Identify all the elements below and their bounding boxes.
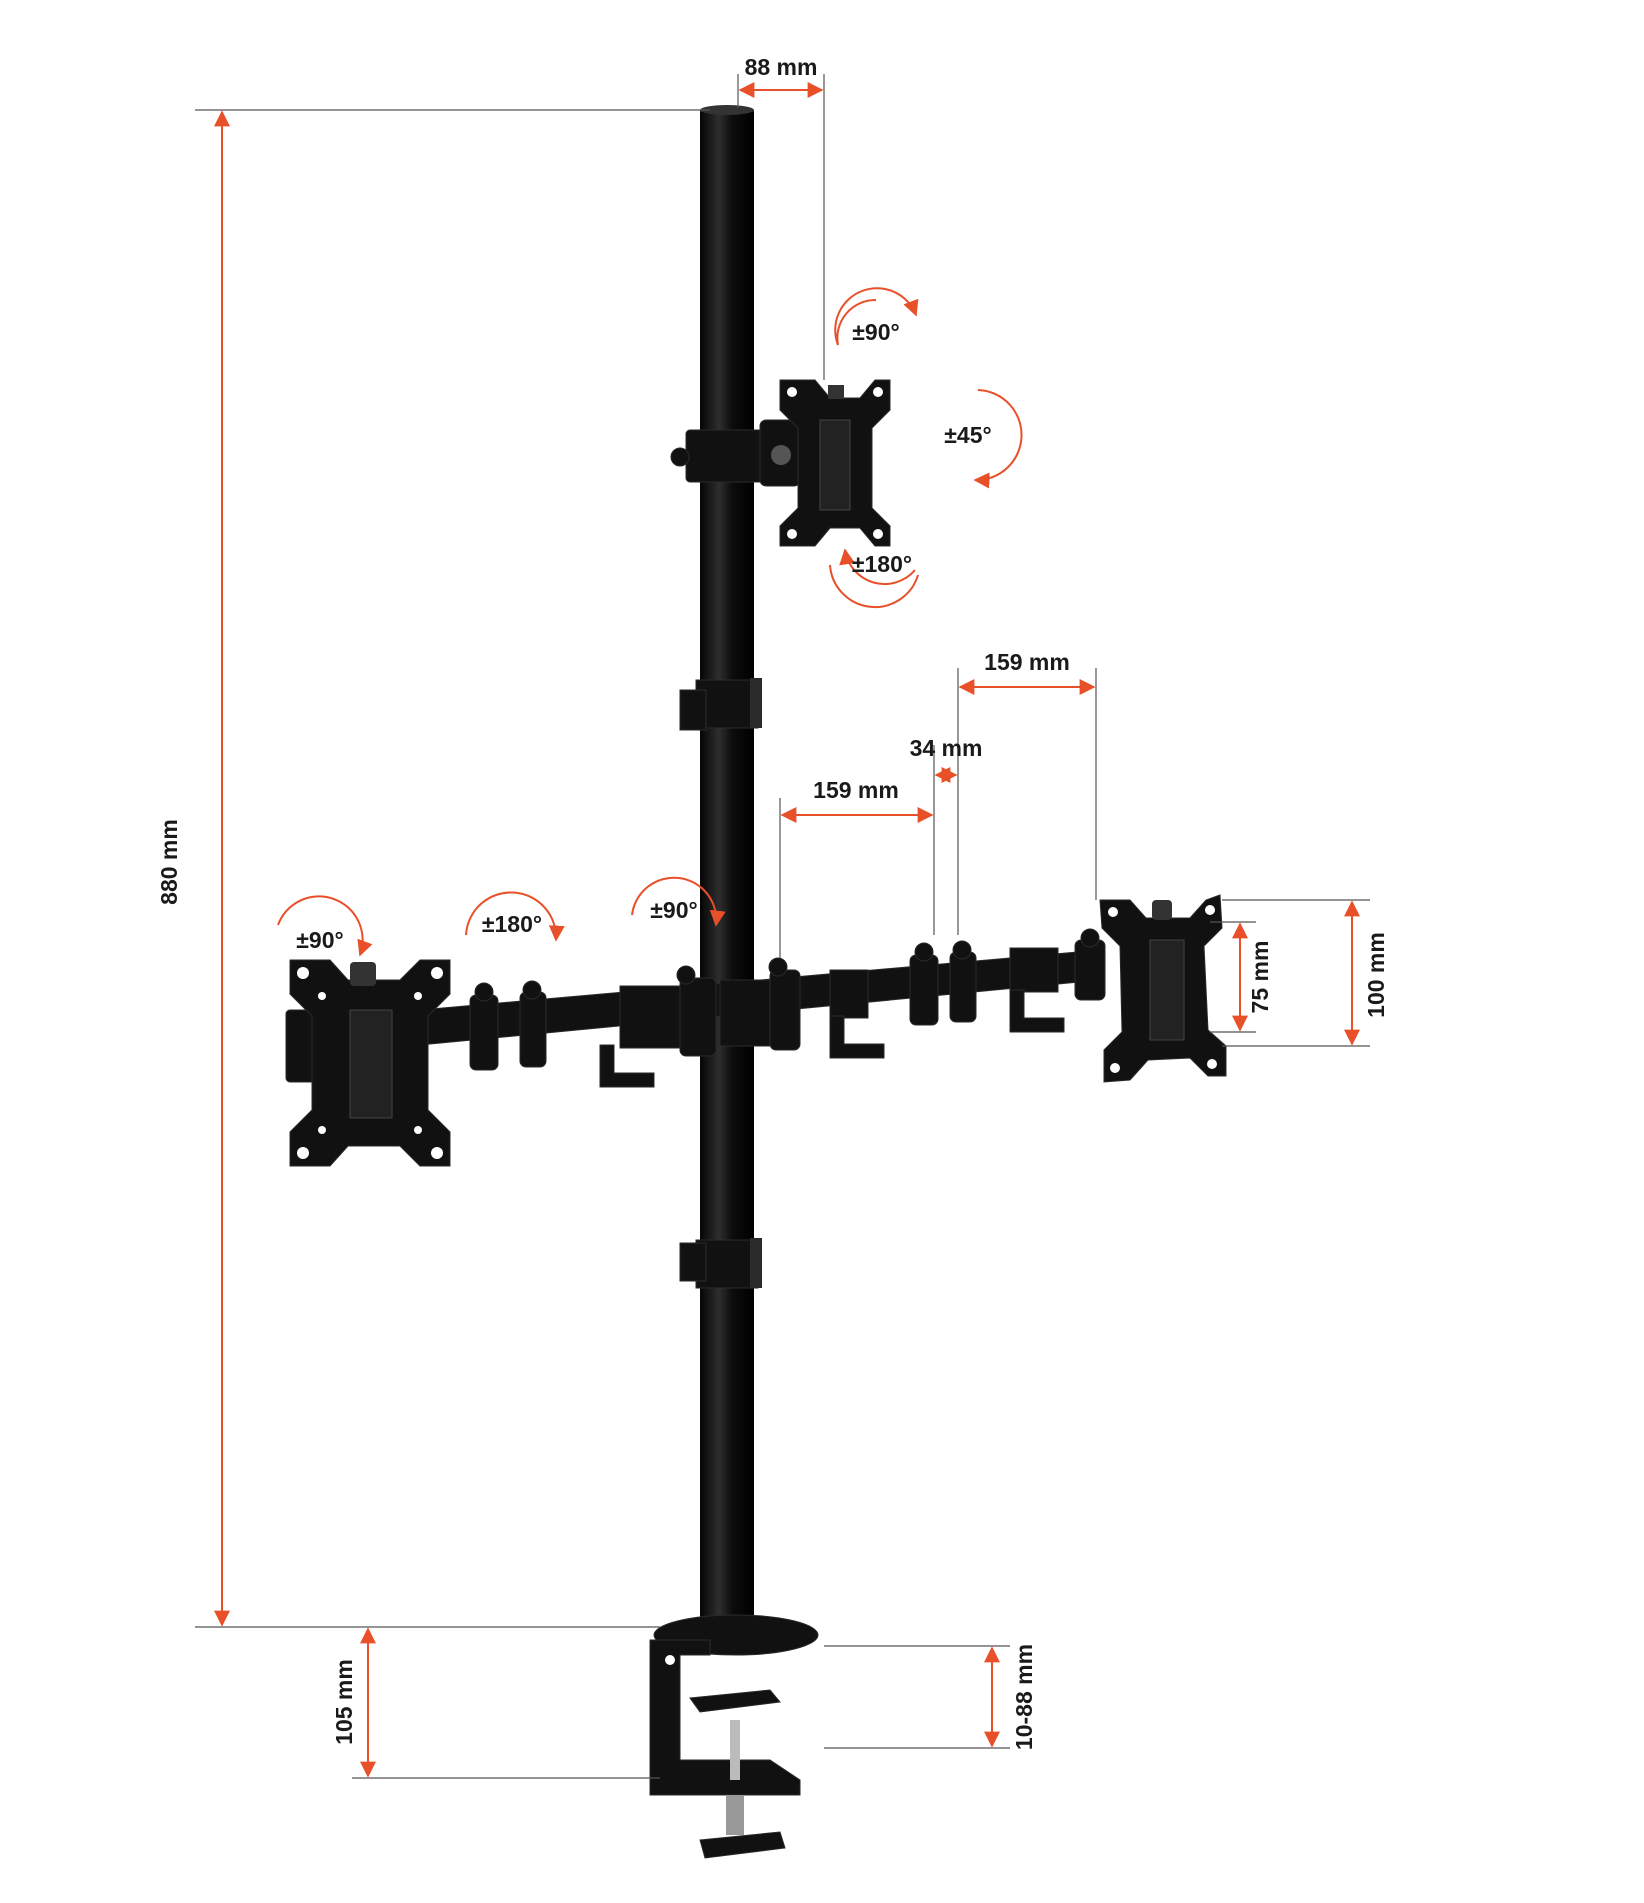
left-tilt-label: ±90°: [296, 927, 343, 953]
rot-left-rotate: ±180°: [465, 891, 565, 942]
cable-clip-upper: [679, 678, 762, 731]
pole: [700, 105, 754, 1623]
center-tilt-label: ±90°: [650, 897, 697, 923]
dim-pole-height: 880 mm: [156, 109, 710, 1628]
dim-arm-gap: 34 mm: [910, 735, 983, 935]
top-offset-label: 88 mm: [745, 54, 818, 80]
desk-thickness-label: 10-88 mm: [1011, 1644, 1037, 1750]
dim-vesa-100: 100 mm: [1222, 899, 1389, 1047]
dim-vesa-75: 75 mm: [1210, 921, 1273, 1033]
arm-lower-label: 159 mm: [813, 777, 899, 803]
rot-top-swivel: ±45°: [944, 389, 1023, 489]
rot-top-tilt: ±90°: [834, 287, 919, 346]
cable-clip-lower: [679, 1238, 762, 1289]
right-vesa-plate: [1099, 894, 1227, 1083]
top-vesa-plate: [779, 379, 891, 547]
vesa-75-label: 75 mm: [1247, 941, 1273, 1014]
rot-top-rotate: ±180°: [829, 548, 919, 608]
horizontal-arm: [419, 928, 1106, 1088]
clamp-base: [649, 1614, 819, 1859]
left-rotate-label: ±180°: [482, 911, 542, 937]
rot-left-tilt: ±90°: [277, 895, 373, 957]
top-rotate-label: ±180°: [852, 551, 912, 577]
dim-top-offset: 88 mm: [737, 54, 825, 380]
left-vesa-plate: [285, 959, 451, 1167]
top-swivel-label: ±45°: [944, 422, 991, 448]
dim-clamp-height: 105 mm: [331, 1627, 660, 1779]
rot-center-tilt: ±90°: [631, 876, 726, 927]
dim-arm-upper: 159 mm: [957, 649, 1097, 935]
clamp-height-label: 105 mm: [331, 1659, 357, 1745]
top-tilt-label: ±90°: [852, 319, 899, 345]
top-bracket: [670, 419, 801, 487]
vesa-100-label: 100 mm: [1363, 932, 1389, 1018]
dim-desk-thickness: 10-88 mm: [824, 1644, 1037, 1750]
arm-upper-label: 159 mm: [984, 649, 1070, 675]
pole-height-label: 880 mm: [156, 819, 182, 905]
arm-gap-label: 34 mm: [910, 735, 983, 761]
dim-arm-lower: 159 mm: [779, 777, 934, 958]
